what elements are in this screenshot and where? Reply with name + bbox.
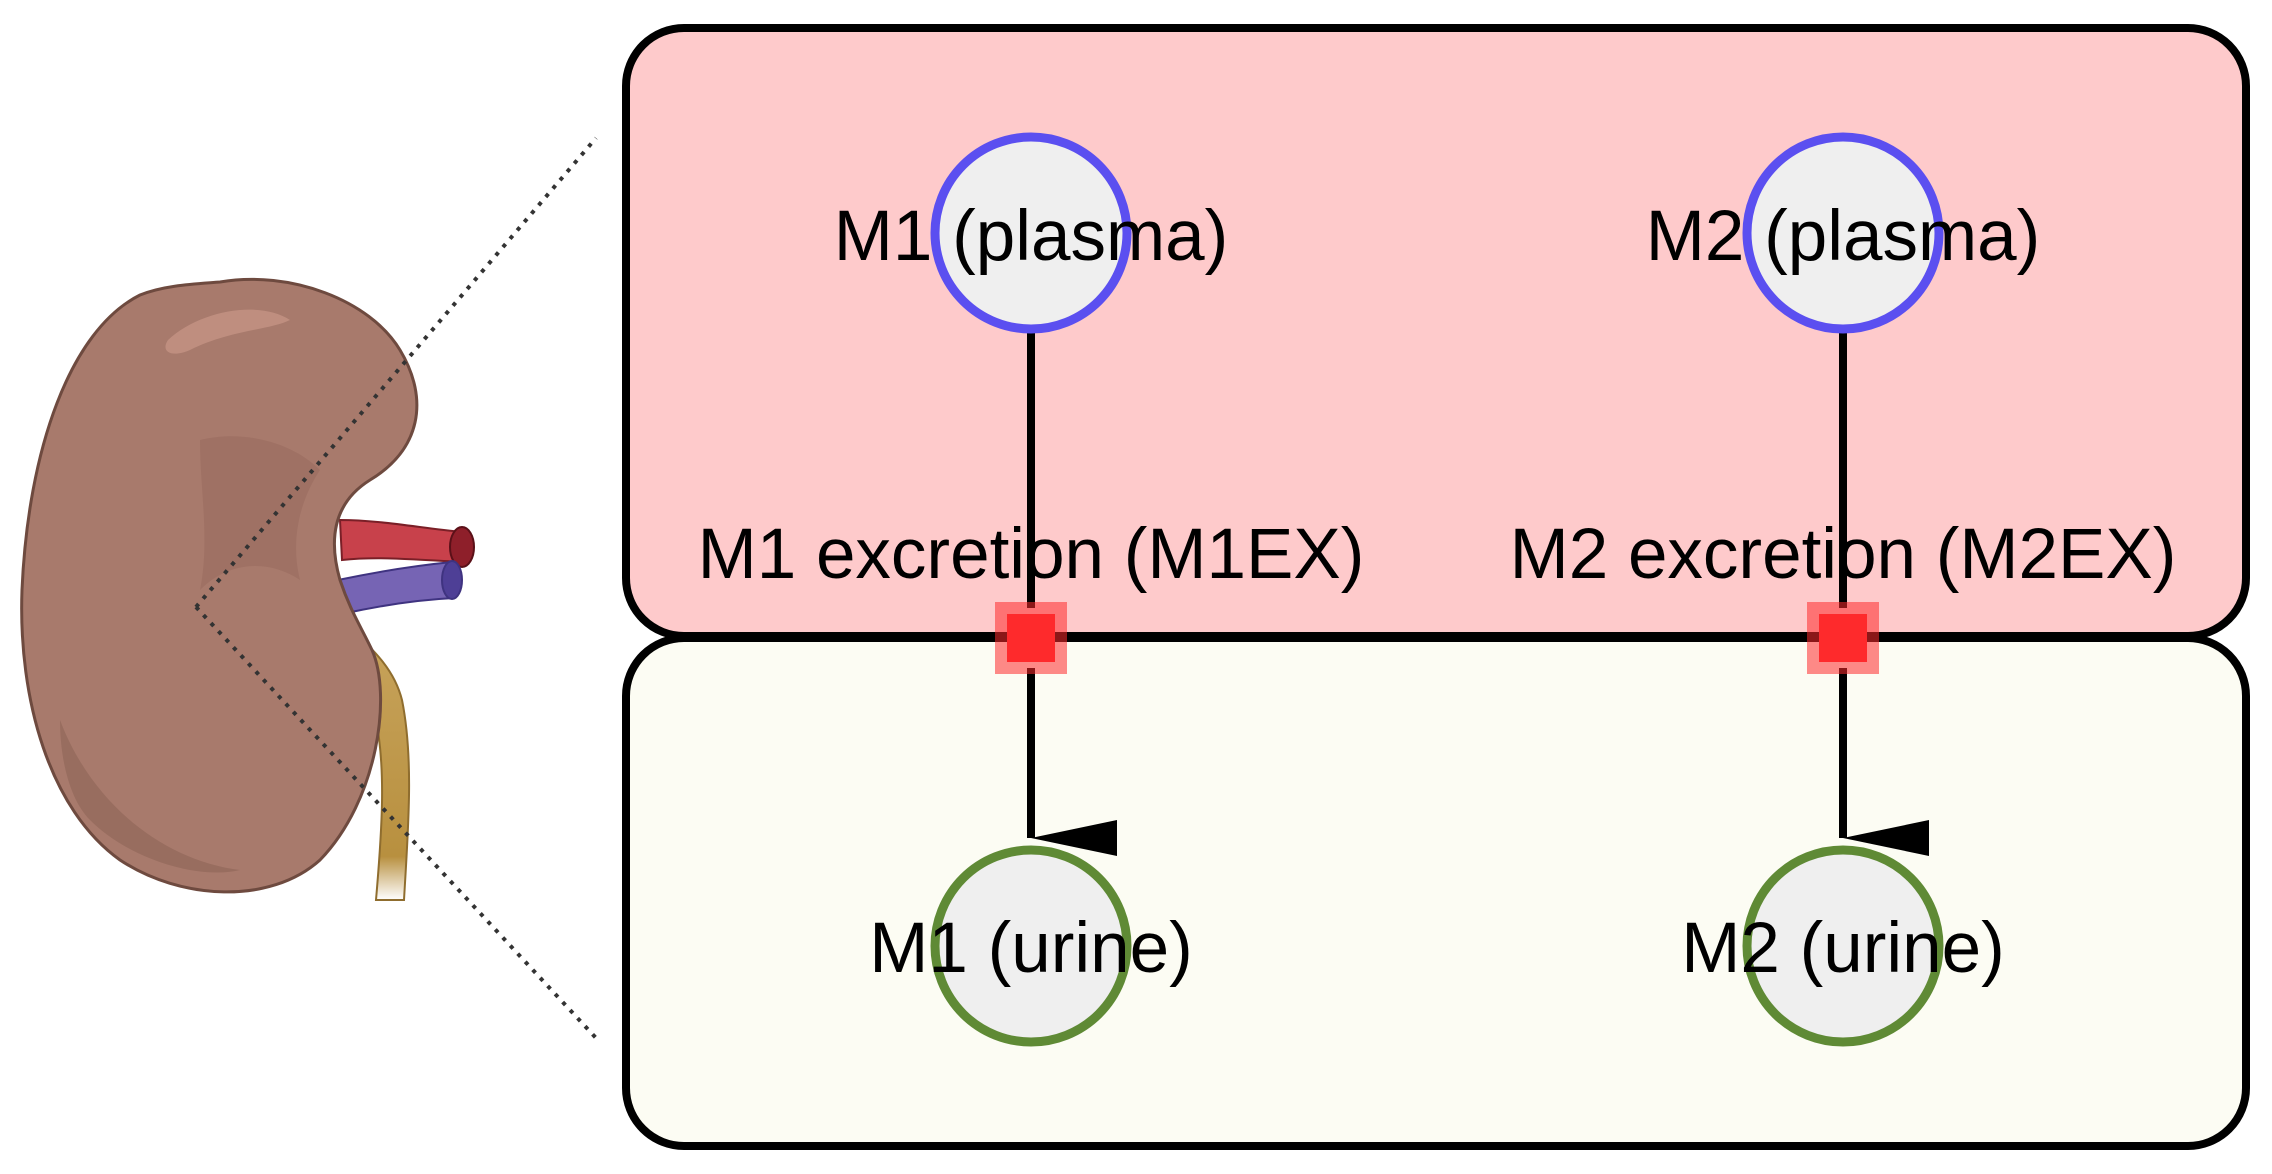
renal-vein — [336, 560, 456, 616]
m2-plasma-label: M2 (plasma) — [1646, 197, 2041, 276]
m2-plasma-node[interactable] — [1742, 132, 1944, 334]
renal-artery-opening — [449, 526, 475, 568]
renal-vein-opening — [441, 560, 463, 600]
urine-compartment — [622, 634, 2250, 1150]
m2-excretion-label: M2 excretion (M2EX) — [1510, 515, 2177, 594]
m1-plasma-node[interactable] — [930, 132, 1132, 334]
m2-urine-label: M2 (urine) — [1681, 909, 2005, 988]
m1-urine-node[interactable] — [930, 845, 1132, 1047]
m2-excretion-reaction[interactable] — [1807, 602, 1879, 674]
kidney-icon — [20, 277, 475, 901]
m1-excretion-label: M1 excretion (M1EX) — [698, 515, 1365, 594]
m2-urine-node[interactable] — [1742, 845, 1944, 1047]
renal-artery — [338, 518, 463, 564]
m1-urine-label: M1 (urine) — [869, 909, 1193, 988]
kidney-shadow — [60, 720, 240, 873]
kidney-highlight — [165, 309, 290, 354]
m1-excretion-reaction[interactable] — [995, 602, 1067, 674]
kidney-hilum — [200, 436, 320, 590]
m1-plasma-label: M1 (plasma) — [834, 197, 1229, 276]
zoom-line-upper — [194, 136, 598, 609]
